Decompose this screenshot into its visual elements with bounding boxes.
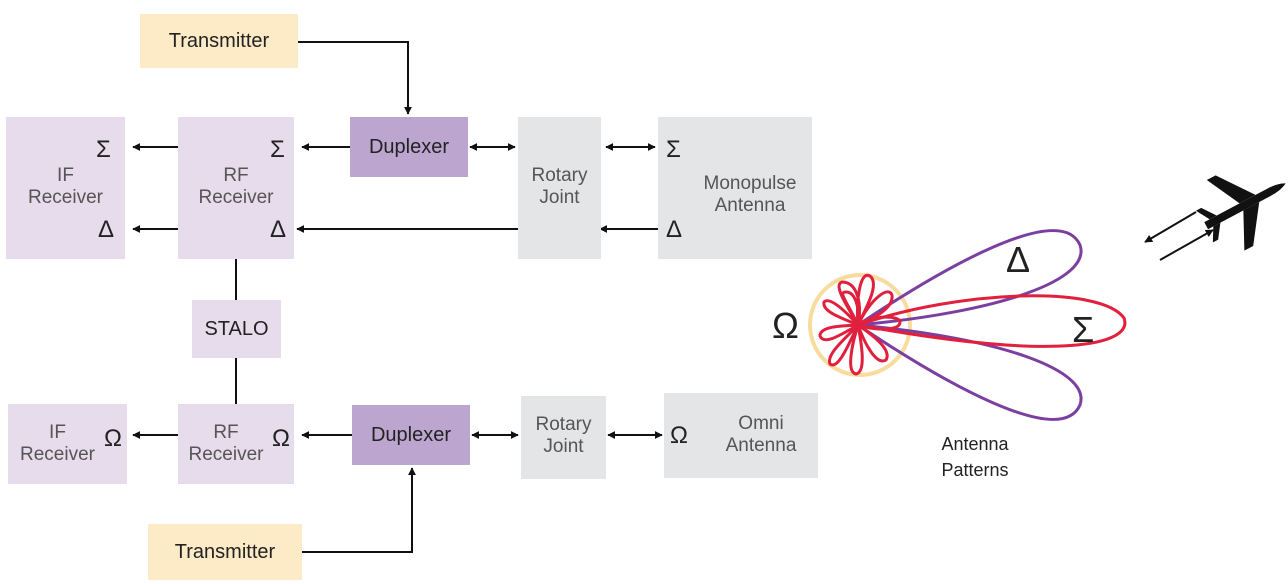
rotary-label: Rotary [535, 414, 592, 435]
omni-pattern-circle [808, 273, 912, 377]
signal-arrows [1144, 211, 1214, 261]
rotary-joint-bottom: Rotary Joint [521, 396, 606, 479]
receiver-label: Receiver [188, 444, 264, 465]
delta-pattern-lobes [857, 229, 1083, 421]
monopulse-label: Monopulse [703, 173, 797, 194]
transmitter-block-top: Transmitter [140, 14, 298, 68]
duplexer-block-bottom: Duplexer [352, 405, 470, 465]
delta-pattern-label: Δ [1006, 239, 1031, 280]
duplexer-label: Duplexer [370, 423, 452, 446]
omega-symbol: Ω [104, 425, 122, 452]
rf-label: RF [213, 422, 239, 443]
caption-line-1: Antenna [941, 434, 1009, 454]
duplexer-label: Duplexer [368, 135, 450, 158]
transmitter-label: Transmitter [168, 29, 270, 52]
stalo-label: STALO [204, 317, 269, 340]
omega-symbol: Ω [670, 422, 688, 449]
receiver-label: Receiver [20, 444, 95, 465]
omega-symbol: Ω [272, 425, 290, 452]
sum-symbol: Σ [96, 136, 111, 163]
sum-pattern-label: Σ [1072, 309, 1095, 350]
omega-pattern-label: Ω [772, 305, 799, 346]
rotary-label: Rotary [531, 165, 588, 186]
antenna-label: Antenna [714, 195, 786, 216]
omni-label: Omni [738, 413, 784, 434]
duplexer-block-top: Duplexer [350, 117, 468, 177]
sum-symbol: Σ [270, 136, 285, 163]
aircraft-icon [1195, 175, 1286, 251]
joint-label: Joint [539, 187, 580, 208]
rf-receiver-bottom: RF Receiver Ω [178, 404, 294, 484]
delta-symbol: Δ [98, 216, 115, 243]
rotary-joint-top: Rotary Joint [518, 117, 601, 259]
if-receiver-bottom: IF Receiver Ω [8, 404, 127, 484]
sum-pattern [818, 273, 1127, 376]
rf-label: RF [223, 165, 249, 186]
delta-symbol: Δ [270, 216, 287, 243]
delta-symbol: Δ [666, 216, 683, 243]
caption-line-2: Patterns [941, 460, 1009, 480]
stalo-block: STALO [192, 300, 281, 358]
joint-label: Joint [543, 436, 584, 457]
if-label: IF [57, 165, 74, 186]
if-receiver-top: IF Receiver Σ Δ [6, 117, 125, 259]
omni-antenna: Omni Antenna Ω [664, 393, 818, 478]
transmitter-label: Transmitter [174, 540, 276, 563]
antenna-patterns-caption: Antenna Patterns [930, 431, 1020, 483]
antenna-patterns [808, 229, 1127, 421]
rf-receiver-top: RF Receiver Σ Δ [178, 117, 294, 259]
receiver-label: Receiver [28, 187, 103, 208]
monopulse-antenna: Monopulse Antenna Σ Δ [658, 117, 812, 259]
antenna-label: Antenna [725, 435, 797, 456]
sum-symbol: Σ [666, 136, 681, 163]
receiver-label: Receiver [198, 187, 274, 208]
transmitter-block-bottom: Transmitter [148, 524, 302, 580]
if-label: IF [49, 422, 66, 443]
